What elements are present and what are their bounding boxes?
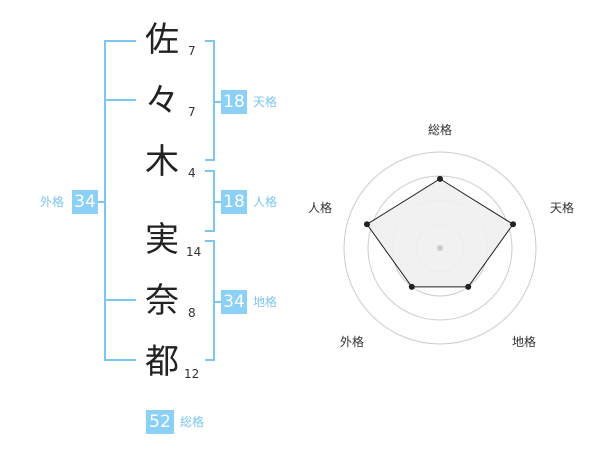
jinkaku-value: 18	[221, 190, 247, 214]
tenkaku-value: 18	[221, 90, 247, 114]
fortune-radar-chart: 総格 天格 地格 外格 人格	[308, 122, 574, 349]
radar-ring	[343, 151, 537, 345]
stroke-count-2: 7	[188, 105, 196, 119]
name-char-2: 々	[145, 81, 179, 121]
gaikaku-bracket-tick	[104, 299, 136, 301]
radar-axis-label-chikaku: 地格	[512, 334, 536, 349]
soukaku-label: 総格	[180, 415, 205, 429]
soukaku-value: 52	[146, 410, 174, 434]
tenkaku-bracket	[205, 40, 215, 161]
stroke-count-1: 7	[188, 44, 196, 58]
stroke-count-5: 8	[188, 306, 196, 320]
name-char-5: 奈	[145, 281, 179, 321]
radar-axis-label-gaikaku: 外格	[340, 334, 364, 349]
jinkaku-bracket-connector	[215, 201, 221, 203]
name-char-4: 実	[145, 220, 179, 260]
radar-axis-label-tenkaku: 天格	[550, 200, 574, 215]
radar-point	[465, 283, 472, 290]
chikaku-bracket-connector	[215, 301, 221, 303]
radar-center-dot	[437, 245, 443, 251]
jinkaku-bracket	[205, 170, 215, 232]
gaikaku-bracket-tick	[104, 99, 136, 101]
chikaku-bracket	[205, 240, 215, 361]
stroke-count-6: 12	[184, 367, 200, 381]
chikaku-label: 地格	[253, 295, 278, 309]
gaikaku-label: 外格	[40, 195, 65, 209]
chikaku-value: 34	[221, 290, 247, 314]
stroke-count-3: 4	[188, 166, 196, 180]
radar-axis-label-soukaku: 総格	[428, 122, 452, 137]
tenkaku-bracket-connector	[215, 101, 221, 103]
name-char-6: 都	[145, 342, 179, 382]
radar-point	[510, 221, 517, 228]
radar-point	[363, 221, 370, 228]
gaikaku-value: 34	[72, 190, 98, 214]
gaikaku-bracket-connector	[96, 201, 104, 203]
radar-point	[437, 175, 443, 182]
radar-point	[408, 283, 415, 290]
radar-value-polygon	[366, 178, 514, 288]
radar-points	[363, 175, 517, 290]
name-char-1: 佐	[145, 20, 179, 60]
tenkaku-label: 天格	[253, 95, 278, 109]
stroke-count-4: 14	[186, 245, 202, 259]
jinkaku-label: 人格	[253, 195, 278, 209]
gaikaku-bracket	[104, 40, 136, 361]
name-char-3: 木	[145, 142, 179, 182]
radar-axis-label-jinkaku: 人格	[308, 200, 332, 215]
